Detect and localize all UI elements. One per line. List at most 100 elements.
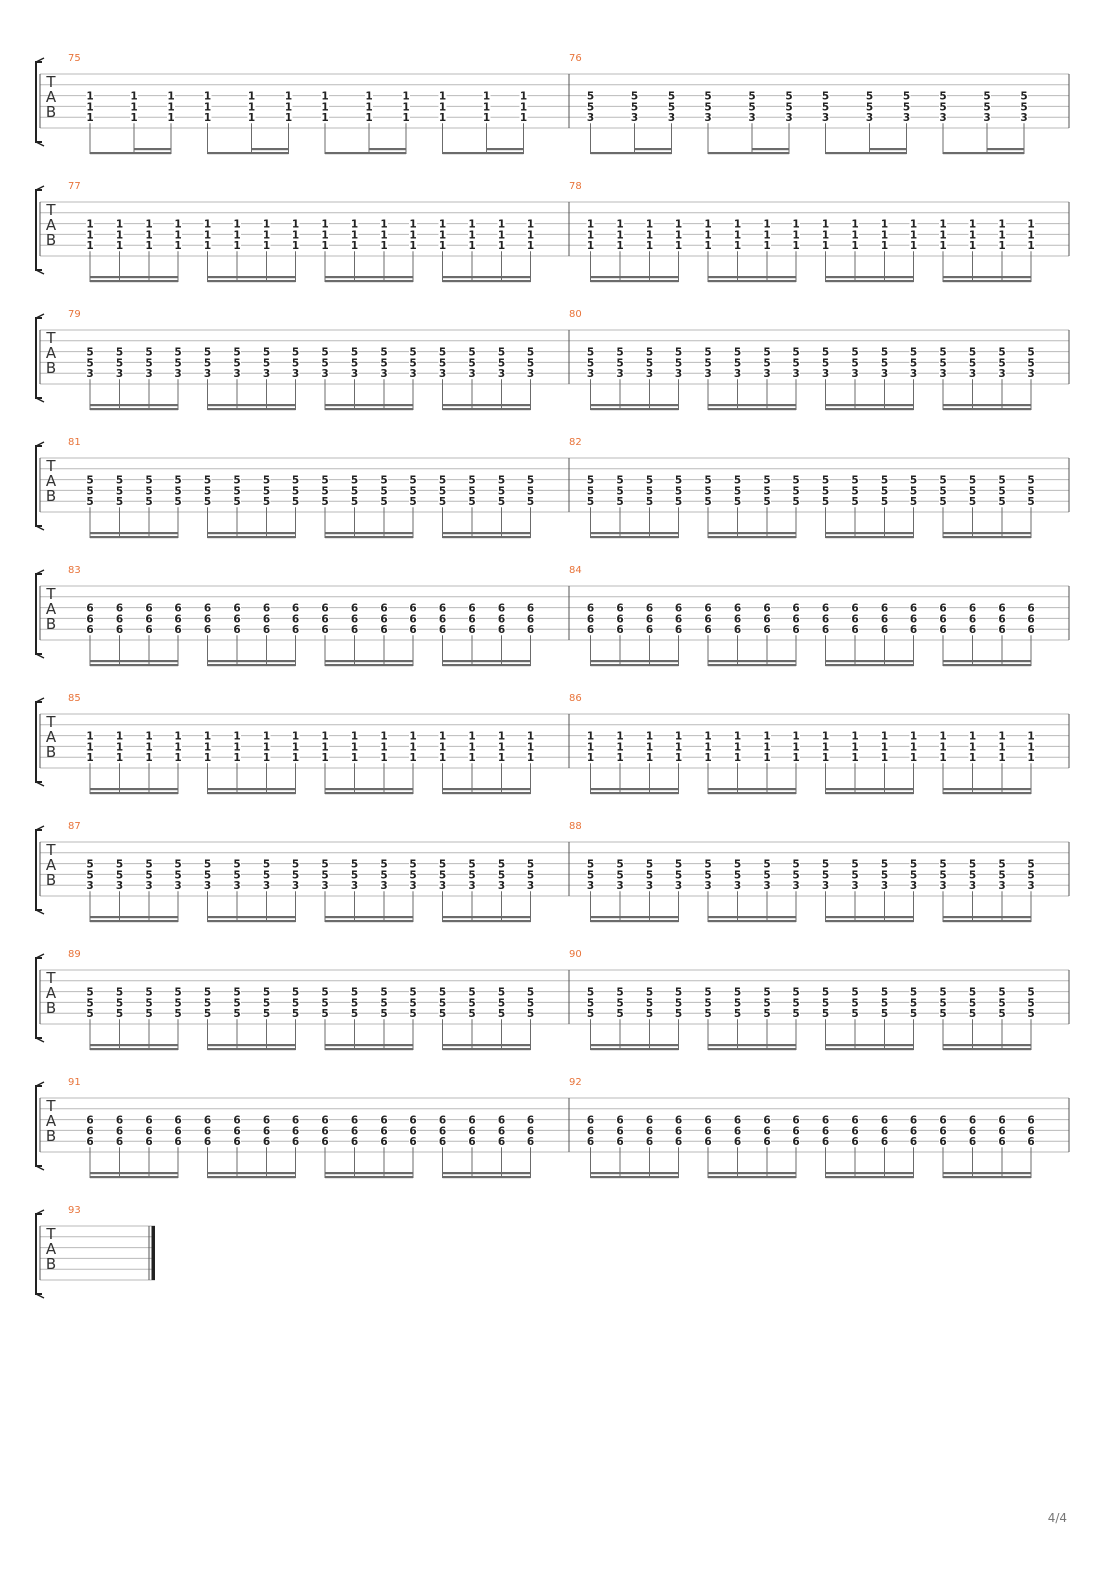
- fret-number: 3: [351, 880, 358, 892]
- fret-number: 5: [263, 987, 270, 999]
- fret-background: [468, 485, 476, 496]
- fret-background: [763, 1125, 771, 1136]
- fret-number: 6: [292, 1136, 299, 1148]
- eighth-beam: [325, 536, 413, 539]
- fret-background: [616, 624, 624, 635]
- fret-number: 1: [292, 219, 299, 231]
- fret-number: 1: [792, 741, 799, 753]
- fret-number: 6: [380, 1136, 387, 1148]
- fret-number: 5: [233, 869, 240, 881]
- fret-background: [733, 741, 742, 752]
- fret-background: [262, 613, 271, 624]
- fret-background: [704, 229, 712, 240]
- fret-background: [616, 229, 624, 240]
- fret-number: 5: [851, 475, 858, 487]
- fret-number: 5: [939, 475, 946, 487]
- fret-number: 1: [704, 219, 711, 231]
- fret-background: [821, 496, 830, 507]
- fret-number: 6: [881, 603, 888, 615]
- tab-clef-letter: B: [46, 999, 56, 1017]
- fret-background: [203, 602, 212, 613]
- fret-number: 5: [748, 91, 755, 103]
- fret-background: [468, 357, 476, 368]
- fret-background: [645, 1136, 654, 1147]
- fret-number: 6: [527, 1115, 534, 1127]
- fret-number: 6: [351, 1136, 358, 1148]
- fret-number: 3: [86, 368, 93, 380]
- fret-background: [497, 1136, 506, 1147]
- fret-number: 5: [292, 997, 299, 1009]
- fret-background: [704, 474, 712, 485]
- fret-number: 5: [86, 997, 93, 1009]
- eighth-beam: [207, 280, 296, 283]
- fret-background: [233, 730, 241, 741]
- tab-clef-letter: B: [46, 871, 56, 889]
- fret-number: 5: [174, 485, 181, 497]
- fret-number: 6: [380, 1125, 387, 1137]
- fret-background: [851, 346, 859, 357]
- fret-background: [968, 1136, 977, 1147]
- fret-background: [174, 1114, 182, 1125]
- fret-background: [262, 869, 271, 880]
- fret-number: 1: [145, 240, 152, 252]
- fret-background: [968, 602, 977, 613]
- fret-number: 3: [646, 880, 653, 892]
- fret-number: 1: [527, 731, 534, 743]
- fret-background: [350, 880, 359, 891]
- fret-background: [733, 346, 742, 357]
- eighth-beam: [207, 1176, 296, 1179]
- fret-number: 1: [321, 731, 328, 743]
- fret-background: [380, 858, 388, 869]
- fret-number: 5: [881, 485, 888, 497]
- fret-number: 6: [380, 613, 387, 625]
- fret-background: [645, 613, 654, 624]
- fret-number: 5: [86, 475, 93, 487]
- fret-number: 5: [409, 357, 416, 369]
- fret-number: 5: [116, 859, 123, 871]
- fret-number: 5: [763, 987, 770, 999]
- fret-background: [785, 101, 793, 112]
- fret-background: [939, 218, 947, 229]
- fret-number: 1: [204, 91, 211, 103]
- fret-number: 5: [881, 357, 888, 369]
- fret-background: [733, 858, 742, 869]
- fret-number: 5: [351, 987, 358, 999]
- measure-number: 92: [569, 1077, 582, 1088]
- fret-background: [174, 741, 182, 752]
- fret-background: [674, 997, 683, 1008]
- fret-number: 3: [439, 880, 446, 892]
- fret-number: 1: [910, 731, 917, 743]
- fret-number: 6: [704, 613, 711, 625]
- fret-background: [616, 346, 624, 357]
- fret-number: 1: [86, 240, 93, 252]
- fret-background: [586, 858, 595, 869]
- fret-number: 5: [1027, 997, 1034, 1009]
- tab-clef-letter: B: [46, 1127, 56, 1145]
- fret-background: [998, 1114, 1006, 1125]
- fret-number: 5: [204, 357, 211, 369]
- fret-number: 6: [116, 1115, 123, 1127]
- fret-background: [233, 997, 241, 1008]
- fret-background: [998, 218, 1006, 229]
- fret-background: [998, 357, 1006, 368]
- fret-background: [792, 741, 800, 752]
- fret-background: [380, 229, 388, 240]
- fret-number: 5: [468, 987, 475, 999]
- fret-number: 3: [748, 112, 755, 124]
- fret-background: [733, 869, 742, 880]
- eighth-beam: [943, 920, 1031, 923]
- fret-background: [880, 485, 889, 496]
- fret-background: [402, 112, 410, 123]
- fret-number: 3: [380, 880, 387, 892]
- fret-number: 6: [675, 624, 682, 636]
- fret-number: 1: [646, 229, 653, 241]
- fret-background: [1027, 474, 1035, 485]
- fret-number: 6: [174, 624, 181, 636]
- fret-number: 5: [409, 496, 416, 508]
- fret-number: 3: [439, 368, 446, 380]
